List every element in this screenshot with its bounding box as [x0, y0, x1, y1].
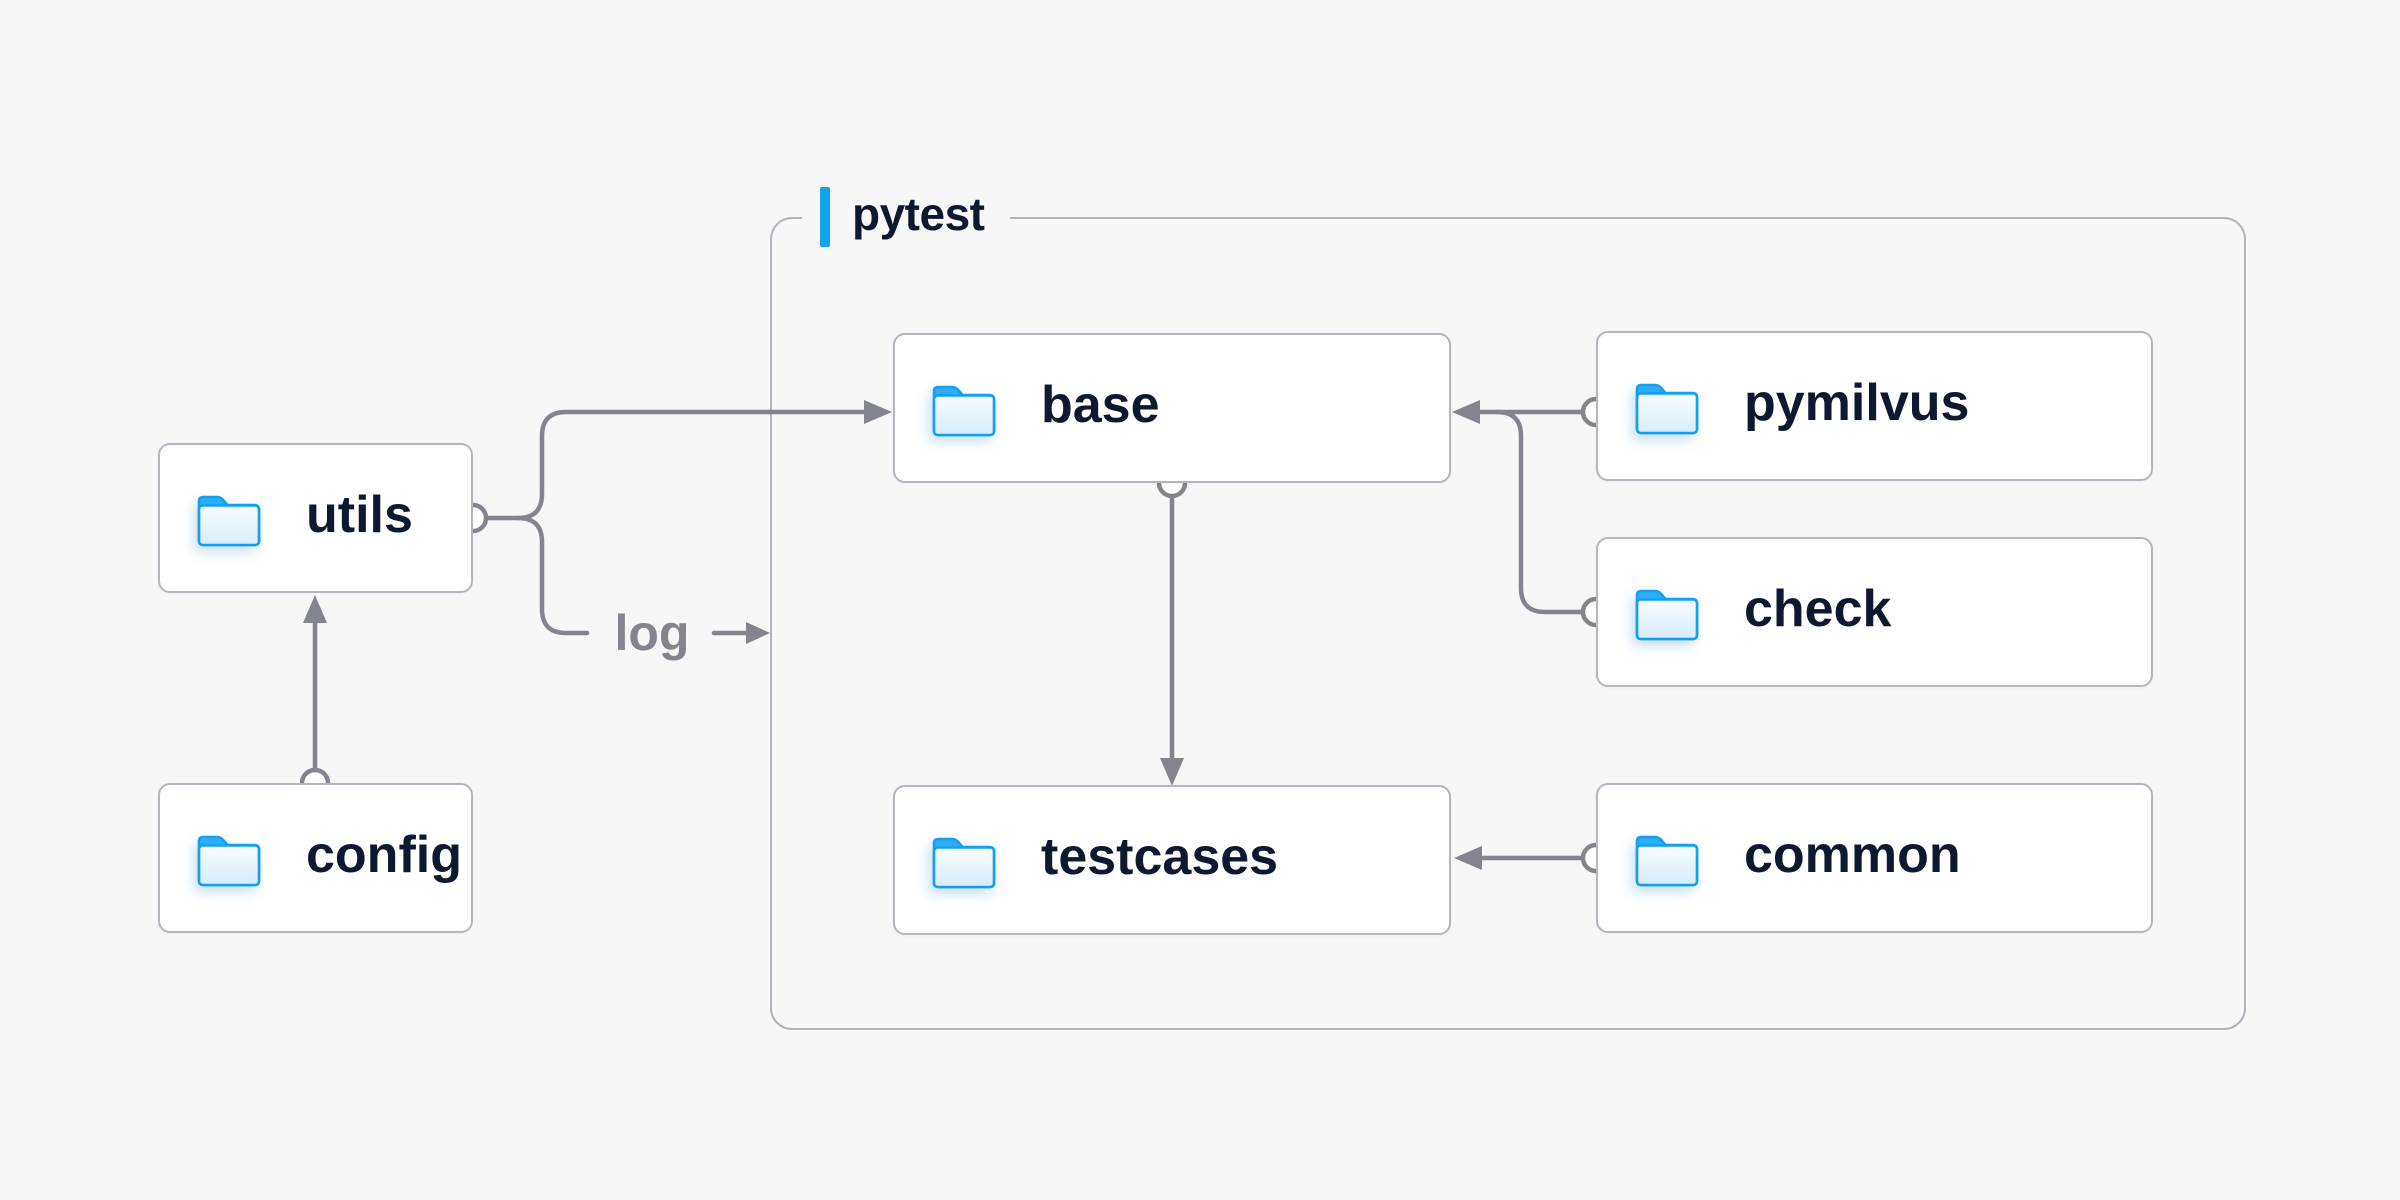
arrowhead-up-icon	[303, 595, 327, 623]
group-title: pytest	[852, 188, 985, 240]
folder-icon	[1634, 583, 1700, 641]
node-label: utils	[306, 486, 413, 544]
node-pymilvus: pymilvus	[1596, 331, 2153, 481]
node-check: check	[1596, 537, 2153, 687]
folder-icon	[931, 831, 997, 889]
pytest-group-label: pytest	[802, 185, 1011, 249]
node-config: config	[158, 783, 473, 933]
edge-config-utils	[299, 595, 331, 799]
folder-icon	[931, 379, 997, 437]
folder-icon	[196, 489, 262, 547]
node-common: common	[1596, 783, 2153, 933]
node-base: base	[893, 333, 1451, 483]
node-label: pymilvus	[1744, 374, 1970, 432]
node-label: base	[1041, 376, 1160, 434]
folder-icon	[196, 829, 262, 887]
label-accent-bar-icon	[820, 187, 830, 247]
folder-icon	[1634, 377, 1700, 435]
node-label: common	[1744, 826, 1961, 884]
node-label: check	[1744, 580, 1892, 638]
edge-line	[515, 515, 590, 636]
folder-icon	[1634, 829, 1700, 887]
pytest-group-container	[770, 217, 2246, 1030]
node-label: config	[306, 826, 462, 884]
edge-label-log: log	[614, 605, 690, 661]
node-testcases: testcases	[893, 785, 1451, 935]
arrowhead-right-icon	[746, 622, 770, 644]
node-utils: utils	[158, 443, 473, 593]
node-label: testcases	[1041, 828, 1279, 886]
